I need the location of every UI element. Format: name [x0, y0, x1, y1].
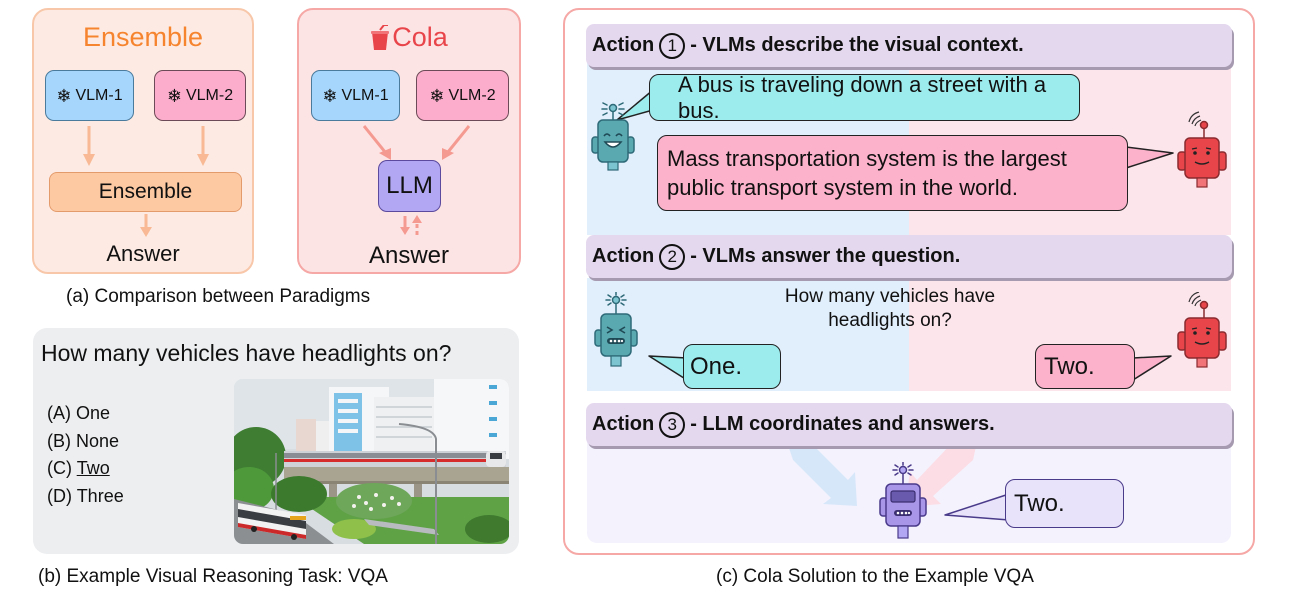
ensemble-arrows	[83, 126, 209, 237]
option-letter: (D)	[47, 485, 72, 506]
vqa-option-b: (B) None	[47, 428, 124, 456]
ensemble-vlm2-node: ❄ VLM-2	[154, 70, 246, 121]
bus	[238, 503, 306, 540]
snowflake-icon: ❄	[322, 85, 338, 106]
llm-robot-icon	[879, 462, 927, 539]
vlm2-description-bubble: Mass transportation system is the larges…	[657, 135, 1128, 211]
cola-solution-panel: Action 1 - VLMs describe the visual cont…	[563, 8, 1255, 555]
llm-answer: Two.	[1014, 489, 1065, 517]
action-label: Action	[592, 413, 655, 435]
ensemble-title: Ensemble	[82, 22, 204, 52]
vlm1-label: VLM-1	[341, 86, 389, 104]
vlm2-answer-bubble: Two.	[1035, 344, 1135, 389]
vqa-options: (A) One (B) None (C) Two (D) Three	[47, 400, 124, 510]
arrow-from-vlm2	[905, 442, 977, 507]
llm-answer-bubble: Two.	[1005, 479, 1124, 528]
vlm2-label: VLM-2	[448, 86, 496, 104]
vlm1-description-bubble: A bus is traveling down a street with a …	[649, 71, 1080, 123]
vqa-question: How many vehicles have headlights on?	[41, 340, 452, 366]
action-text: - LLM coordinates and answers.	[690, 413, 995, 435]
arrow-vlm2-to-llm	[446, 125, 471, 153]
stage2-question: How many vehicles have headlights on?	[735, 285, 1045, 333]
snowflake-icon: ❄	[429, 85, 445, 106]
cola-title: Cola	[299, 22, 519, 53]
question-line1: How many vehicles have	[784, 286, 996, 307]
vlm1-robot-icon	[591, 102, 635, 171]
vlm2-robot-icon-stage2	[1177, 292, 1227, 368]
ensemble-answer-label: Answer	[106, 241, 180, 266]
vlm2-description-line1: Mass transportation system is the larges…	[667, 146, 1067, 171]
option-text-correct: Two	[76, 458, 110, 478]
cola-answer-label: Answer	[368, 242, 450, 269]
cola-arrows	[362, 125, 471, 235]
step-number-badge: 3	[659, 411, 686, 438]
caption-c: (c) Cola Solution to the Example VQA	[716, 566, 1034, 587]
action-1-header: Action 1 - VLMs describe the visual cont…	[586, 24, 1232, 67]
vqa-photo	[234, 379, 509, 544]
option-text: None	[76, 430, 120, 451]
cola-title-text: Cola	[392, 22, 448, 52]
option-letter: (A)	[47, 403, 71, 423]
option-letter: (C)	[47, 458, 72, 478]
option-text: One	[76, 403, 111, 423]
question-line2: headlights on?	[828, 310, 952, 331]
action-3-header: Action 3 - LLM coordinates and answers.	[586, 403, 1232, 446]
vlm2-robot-icon	[1177, 111, 1227, 188]
caption-a: (a) Comparison between Paradigms	[66, 286, 371, 307]
cola-cup-icon	[371, 24, 390, 50]
arrow-vlm1-to-llm	[362, 125, 387, 153]
arrow-from-vlm1	[787, 442, 857, 506]
caption-b: (b) Example Visual Reasoning Task: VQA	[38, 566, 388, 587]
action-text: - VLMs describe the visual context.	[690, 34, 1024, 56]
cola-vlm1-node: ❄ VLM-1	[311, 70, 400, 121]
vlm1-description: A bus is traveling down a street with a …	[678, 71, 1047, 123]
stage3-flow-arrows	[787, 442, 977, 507]
option-letter: (B)	[47, 430, 71, 451]
action-text: - VLMs answer the question.	[690, 245, 961, 267]
cola-vlm2-node: ❄ VLM-2	[416, 70, 509, 121]
vlm1-answer-bubble: One.	[683, 344, 781, 389]
vlm2-label: VLM-2	[185, 86, 234, 104]
vlm1-robot-icon-stage2	[594, 292, 638, 367]
vqa-option-d: (D) Three	[47, 483, 124, 511]
action-label: Action	[592, 245, 655, 267]
ensemble-vlm1-node: ❄ VLM-1	[45, 70, 134, 121]
vlm2-description-line2: public transport system in the world.	[667, 175, 1018, 200]
vqa-option-c: (C) Two	[47, 455, 124, 483]
step-number-badge: 1	[659, 32, 686, 59]
cola-paradigm-box: Cola ❄ VLM-1 ❄ VLM-2 LLM Answer	[297, 8, 521, 274]
snowflake-icon: ❄	[166, 85, 182, 106]
vqa-example-box: How many vehicles have headlights on? (A…	[33, 328, 519, 554]
vlm1-label: VLM-1	[75, 86, 123, 104]
ensemble-paradigm-box: Ensemble ❄ VLM-1 ❄ VLM-2 Ensemble Answer	[32, 8, 254, 274]
vlm1-answer: One.	[690, 352, 743, 380]
vqa-option-a: (A) One	[47, 400, 124, 428]
action-2-header: Action 2 - VLMs answer the question.	[586, 235, 1232, 278]
action-label: Action	[592, 34, 655, 56]
ensemble-combiner-node: Ensemble	[49, 172, 242, 212]
vlm2-answer: Two.	[1044, 352, 1095, 380]
option-text: Three	[76, 485, 124, 506]
step-number-badge: 2	[659, 243, 686, 270]
snowflake-icon: ❄	[56, 85, 72, 106]
cola-llm-node: LLM	[378, 160, 441, 212]
